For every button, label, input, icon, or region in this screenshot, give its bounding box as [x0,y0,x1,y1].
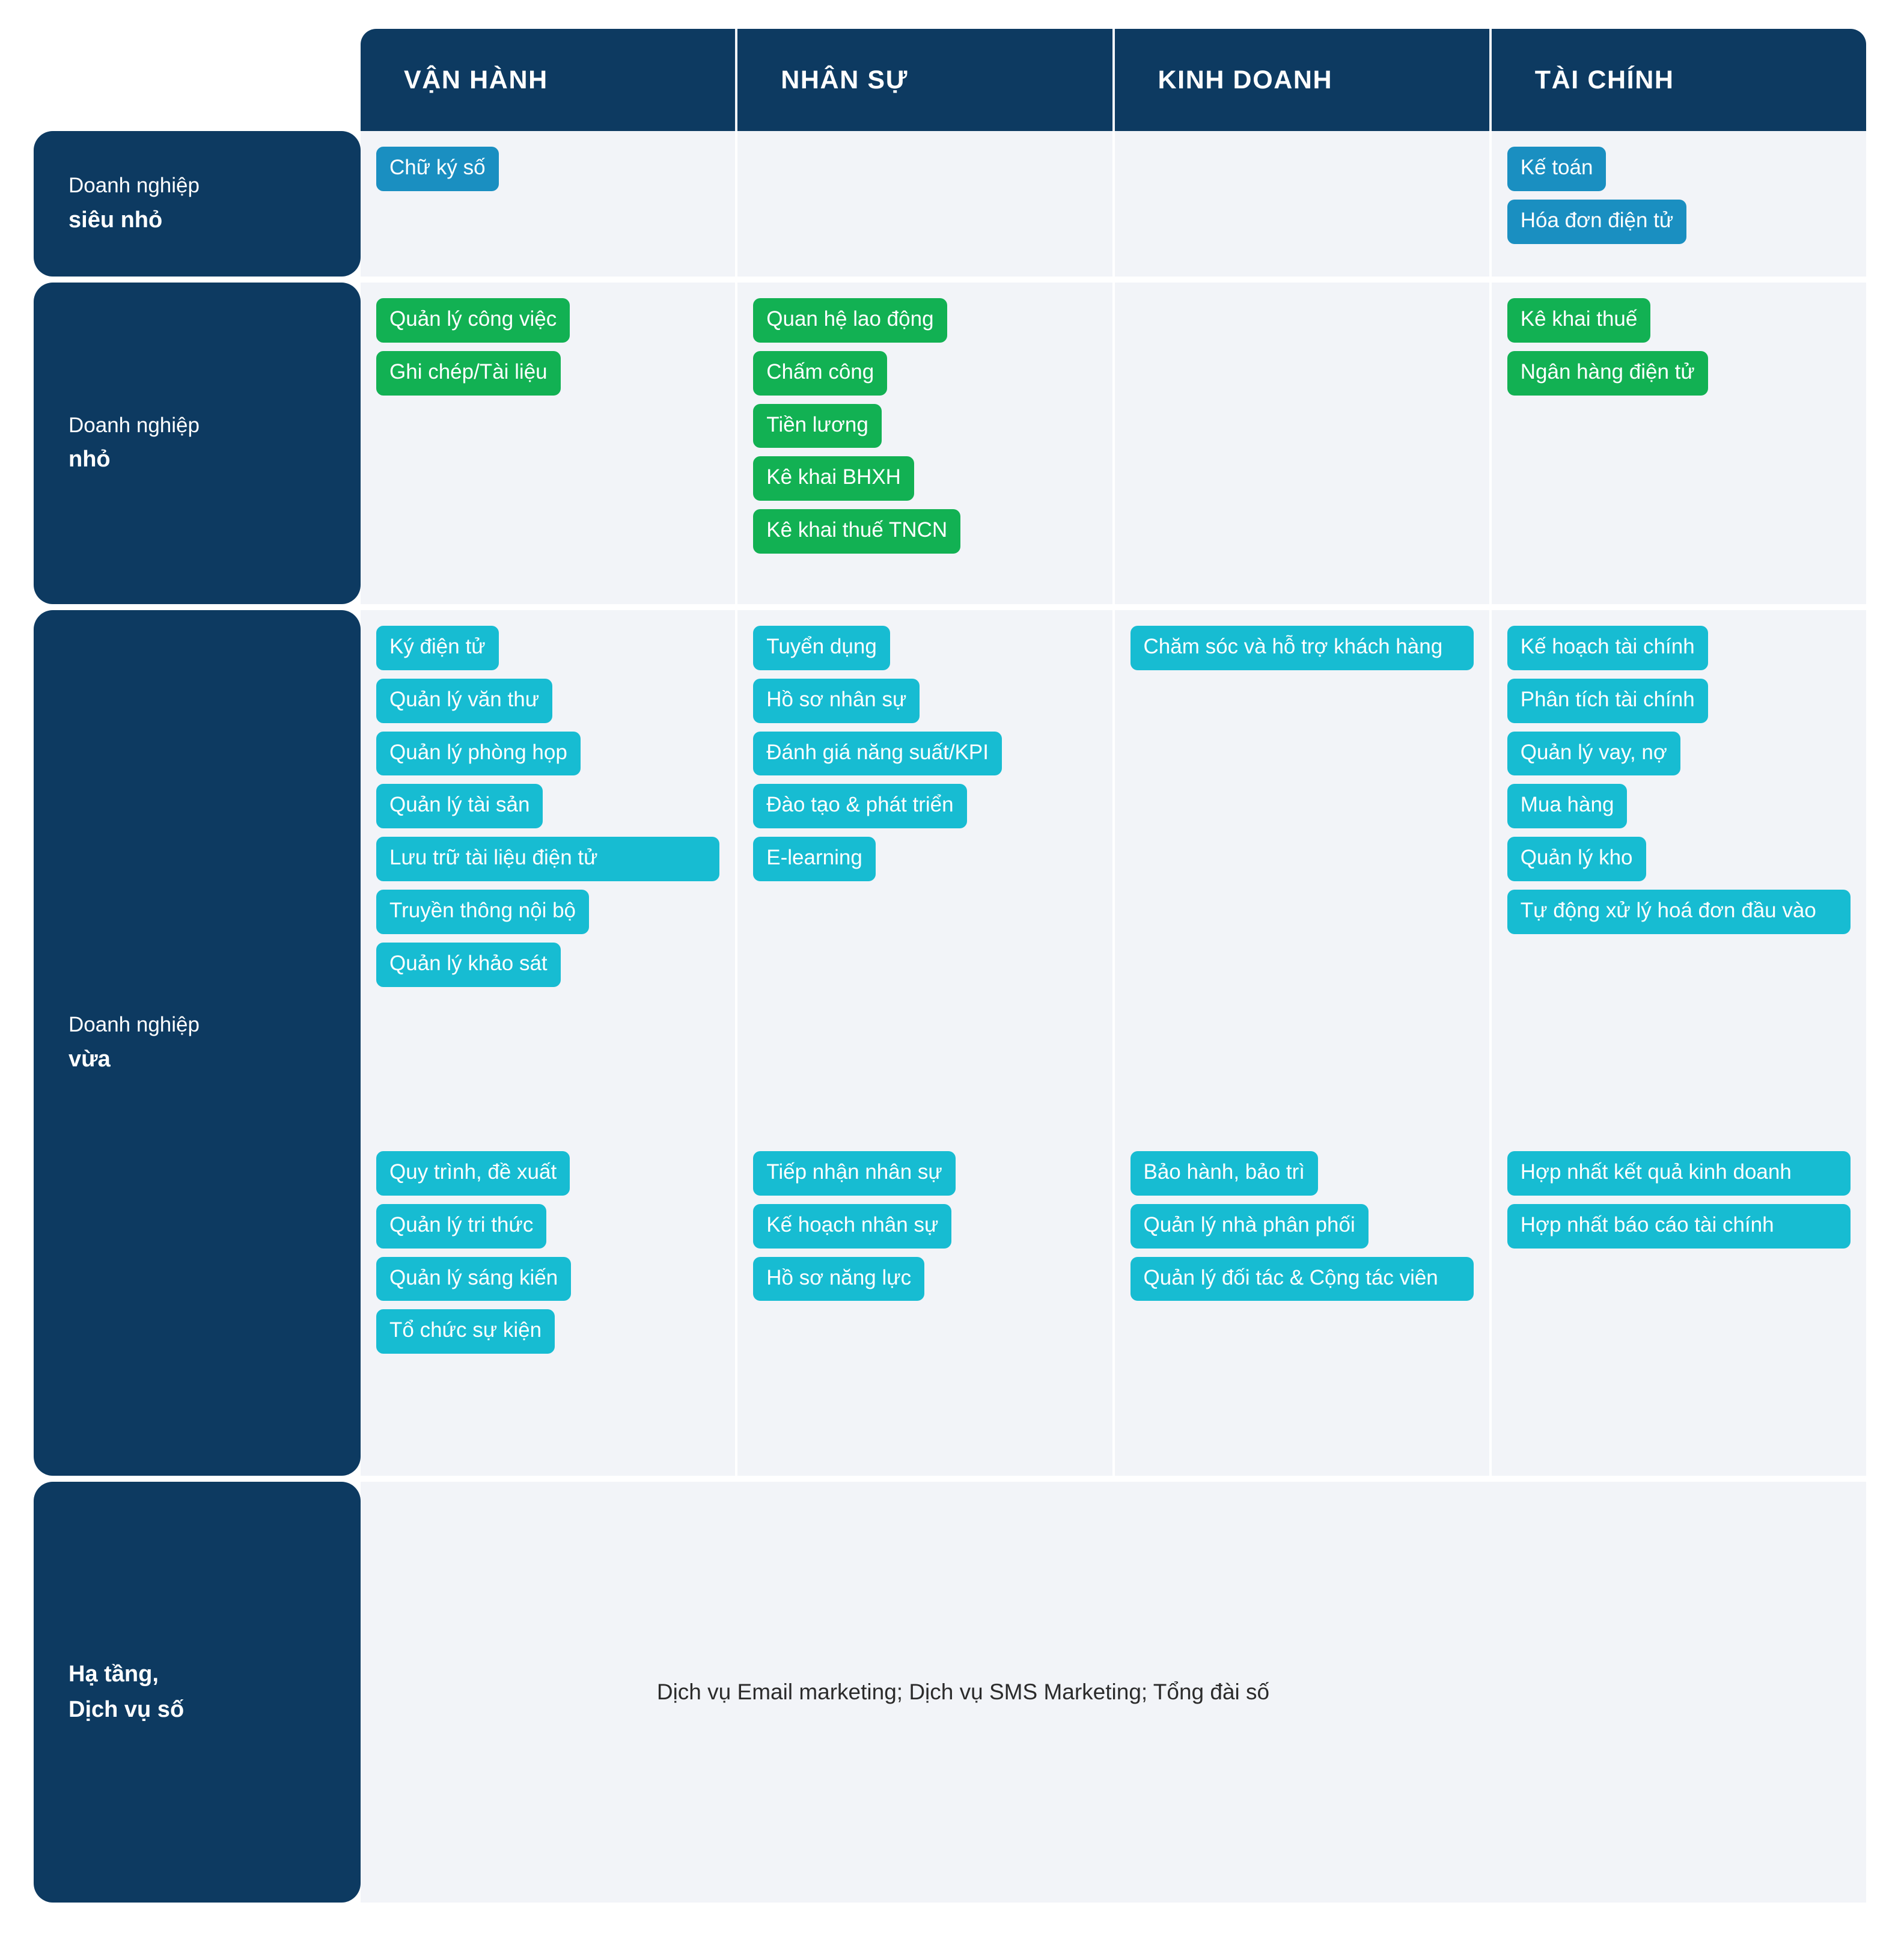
header-cell-2: KINH DOANH [1115,29,1492,131]
header-cell-1: NHÂN SỰ [737,29,1115,131]
capability-chip[interactable]: Quản lý công việc [376,298,570,343]
row-label-vua: Doanh nghiệp vừa [34,610,361,1476]
cell-micro-nhan-su [737,131,1115,277]
capability-chip[interactable]: Truyền thông nội bộ [376,889,590,934]
capability-chip[interactable]: Mua hàng [1507,784,1628,829]
cell-small-kinh-doanh [1115,283,1492,604]
row-label-sieu-nho: Doanh nghiệp siêu nhỏ [34,131,361,277]
capability-chip[interactable]: Hóa đơn điện tử [1507,199,1687,244]
capability-chip[interactable]: Ghi chép/Tài liệu [376,350,561,396]
capability-chip[interactable]: Ngân hàng điện tử [1507,350,1708,396]
capability-chip[interactable]: Kế hoạch nhân sự [753,1203,952,1249]
capability-chip[interactable]: Kế hoạch tài chính [1507,626,1708,670]
chip-list: Chữ ký số [376,147,719,200]
capability-chip[interactable]: Kế toán [1507,147,1606,191]
capability-chip[interactable]: Hợp nhất kết quả kinh doanh [1507,1151,1851,1196]
header-cell-3: TÀI CHÍNH [1492,29,1866,131]
row-label-line2: Dịch vụ số [69,1697,185,1722]
capability-chip[interactable]: Tự động xử lý hoá đơn đầu vào [1507,889,1851,934]
capability-chip[interactable]: Hợp nhất báo cáo tài chính [1507,1203,1851,1249]
header-cell-0: VẬN HÀNH [361,29,738,131]
capability-chip[interactable]: Quản lý kho [1507,837,1646,881]
capability-chip[interactable]: Tuyển dụng [753,626,890,670]
header-cell-label: TÀI CHÍNH [1534,65,1674,94]
row-label-line2: nhỏ [69,447,111,472]
row-label-line2: vừa [69,1046,111,1072]
cell-micro-van-hanh: Chữ ký số [361,131,738,277]
capability-chip[interactable]: Phân tích tài chính [1507,678,1708,723]
capability-chip[interactable]: Quy trình, đề xuất [376,1151,570,1196]
capability-chip[interactable]: Chấm công [753,350,888,396]
chip-list-upper: Chăm sóc và hỗ trợ khách hàng [1130,626,1474,679]
capability-chip[interactable]: Lưu trữ tài liệu điện tử [376,837,720,881]
chip-list-upper: Tuyển dụng Hồ sơ nhân sự Đánh giá năng suấ… [753,626,1096,890]
row-label-line1: Hạ tầng, [69,1661,159,1687]
row-label-ha-tang: Hạ tầng, Dịch vụ số [34,1482,361,1903]
capability-chip[interactable]: Tổ chức sự kiện [376,1309,555,1354]
capability-chip[interactable]: Quản lý vay, nợ [1507,731,1680,776]
capability-chip[interactable]: Hồ sơ nhân sự [753,678,920,723]
capability-chip[interactable]: Ký điện tử [376,626,499,670]
row-label-nho: Doanh nghiệp nhỏ [34,283,361,604]
row-body-ha-tang: Dịch vụ Email marketing; Dịch vụ SMS Mar… [361,1482,1866,1903]
capability-chip[interactable]: Quản lý tri thức [376,1203,547,1249]
capability-chip[interactable]: Đào tạo & phát triển [753,784,967,829]
capability-chip[interactable]: Tiếp nhận nhân sự [753,1151,956,1196]
row-ha-tang-dich-vu-so: Hạ tầng, Dịch vụ số Dịch vụ Email market… [34,1482,1866,1903]
infra-services-text: Dịch vụ Email marketing; Dịch vụ SMS Mar… [656,1680,1270,1704]
capability-chip[interactable]: Quản lý nhà phân phối [1130,1203,1368,1249]
cell-micro-kinh-doanh [1115,131,1492,277]
row-doanh-nghiep-vua: Doanh nghiệp vừa Ký điện tử Quản lý văn t… [34,610,1866,1476]
row-label-line1: Doanh nghiệp [69,174,200,198]
capability-chip[interactable]: Tiền lương [753,403,882,448]
cell-medium-nhan-su: Tuyển dụng Hồ sơ nhân sự Đánh giá năng suấ… [737,610,1115,1476]
capability-chip[interactable]: Đánh giá năng suất/KPI [753,731,1002,776]
capability-chip[interactable]: Quan hệ lao động [753,298,947,343]
row-label-line2: siêu nhỏ [69,207,163,233]
capability-chip[interactable]: Hồ sơ năng lực [753,1256,925,1301]
capability-chip[interactable]: Kê khai BHXH [753,456,914,501]
capability-chip[interactable]: Chữ ký số [376,147,499,191]
capability-chip[interactable]: Kê khai thuế [1507,298,1651,343]
capability-chip[interactable]: Quản lý văn thư [376,678,553,723]
capability-chip[interactable]: Quản lý tài sản [376,784,543,829]
capability-chip[interactable]: Quản lý sáng kiến [376,1256,572,1301]
capability-chip[interactable]: Chăm sóc và hỗ trợ khách hàng [1130,626,1474,670]
header-cell-label: VẬN HÀNH [404,65,548,94]
capability-chip[interactable]: Quản lý phòng họp [376,731,581,776]
capability-chip[interactable]: Kê khai thuế TNCN [753,509,961,554]
capability-chip[interactable]: Quản lý đối tác & Cộng tác viên [1130,1256,1474,1301]
capability-chip[interactable]: E-learning [753,837,876,881]
header-cell-label: NHÂN SỰ [781,65,908,94]
row-label-line1: Doanh nghiệp [69,1013,200,1037]
chip-list-lower: Tiếp nhận nhân sự Kế hoạch nhân sự Hồ sơ n… [753,1151,1096,1309]
header-cell-label: KINH DOANH [1158,65,1333,94]
row-label-line1: Doanh nghiệp [69,413,200,437]
matrix-header: VẬN HÀNH NHÂN SỰ KINH DOANH TÀI CHÍNH [361,29,1866,131]
capability-chip[interactable]: Quản lý khảo sát [376,942,561,987]
capability-chip[interactable]: Bảo hành, bảo trì [1130,1151,1319,1196]
